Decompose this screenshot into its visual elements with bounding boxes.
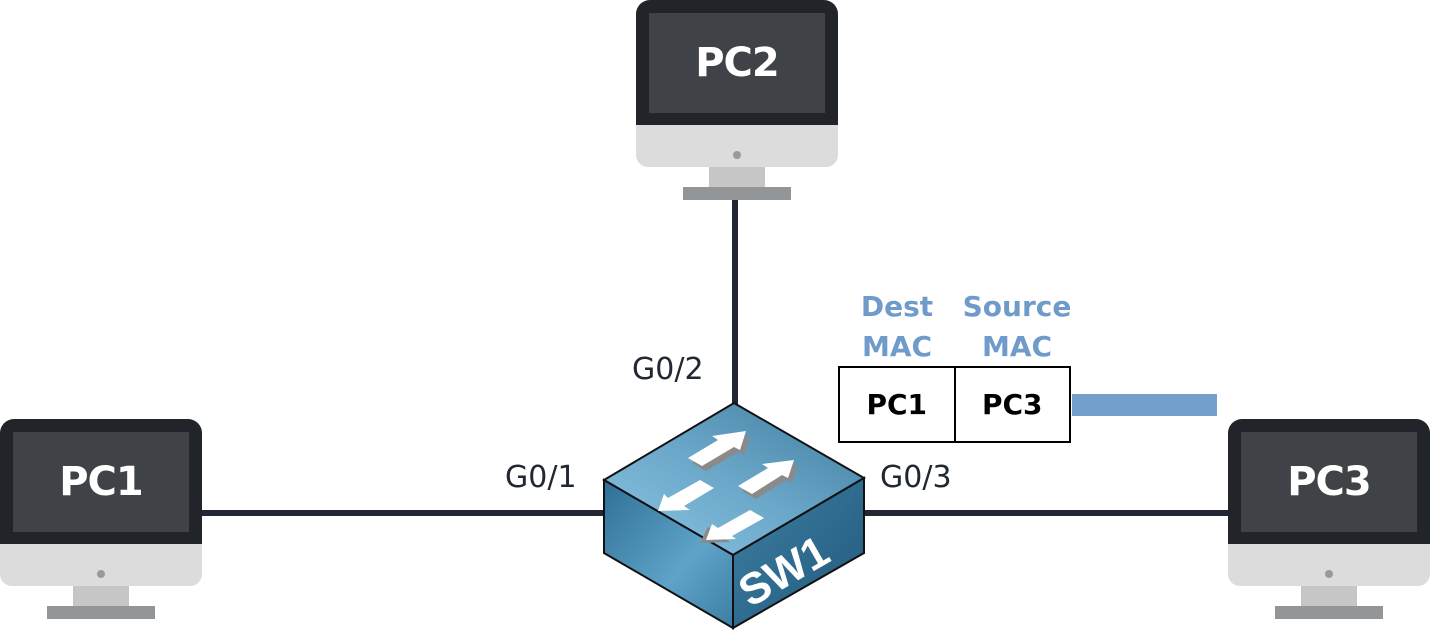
monitor-foot [47, 606, 155, 619]
port-label-g0-2: G0/2 [632, 352, 704, 387]
frame-source-mac-field: PC3 [953, 368, 1070, 441]
port-label-g0-3: G0/3 [880, 460, 952, 495]
cable-pc1-sw1 [200, 510, 620, 516]
pc1-monitor[interactable]: PC1 [0, 419, 202, 619]
ethernet-frame: PC1 PC3 [838, 366, 1071, 443]
switch-right-face [732, 476, 865, 630]
cable-sw1-pc3 [850, 510, 1230, 516]
monitor-foot [1275, 606, 1383, 619]
monitor-neck [73, 586, 129, 606]
monitor-chin [636, 125, 838, 167]
monitor-chin [0, 544, 202, 586]
pc1-label: PC1 [13, 432, 189, 532]
header-line: Source [962, 290, 1072, 323]
header-line: Dest [860, 290, 934, 323]
monitor-neck [1301, 586, 1357, 606]
frame-header-source-mac: Source MAC [952, 287, 1082, 367]
pc2-label: PC2 [649, 13, 825, 113]
monitor-dot [97, 570, 105, 578]
frame-header-dest-mac: Dest MAC [838, 287, 956, 367]
monitor-dot [1325, 570, 1333, 578]
cable-pc2-sw1 [732, 198, 738, 408]
frame-payload-bar [1072, 394, 1217, 416]
header-line: MAC [981, 330, 1053, 363]
frame-dest-mac-field: PC1 [866, 388, 928, 421]
pc3-monitor[interactable]: PC3 [1228, 419, 1430, 619]
monitor-chin [1228, 544, 1430, 586]
switch-sw1[interactable]: SW1 [600, 398, 870, 634]
pc3-label: PC3 [1241, 432, 1417, 532]
pc2-monitor[interactable]: PC2 [636, 0, 838, 200]
monitor-dot [733, 151, 741, 159]
monitor-foot [683, 187, 791, 200]
monitor-neck [709, 167, 765, 187]
header-line: MAC [861, 330, 933, 363]
port-label-g0-1: G0/1 [505, 460, 577, 495]
switch-arrows-icon [658, 431, 798, 543]
